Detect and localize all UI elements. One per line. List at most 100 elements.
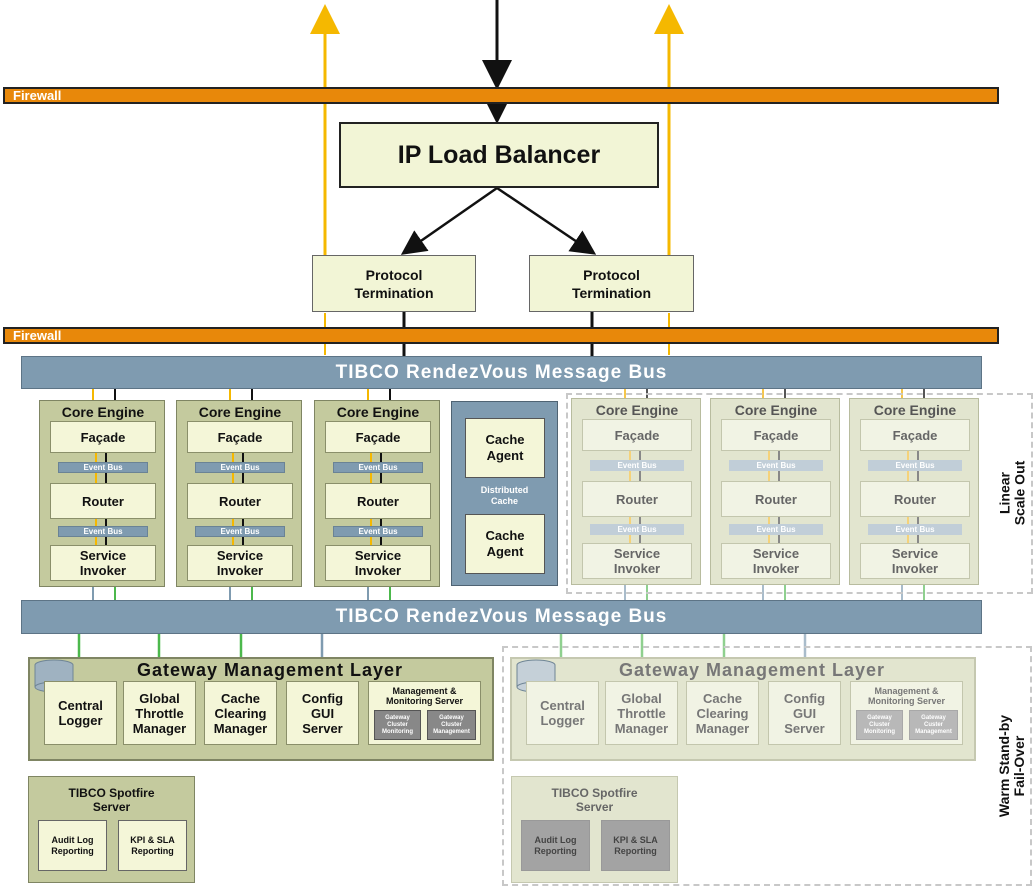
- event-bus-lower: Event Bus: [333, 526, 423, 537]
- protocol-termination-right: Protocol Termination: [529, 255, 694, 312]
- spotfire-title-line1: TIBCO Spotfire: [68, 786, 155, 800]
- router-box: Router: [582, 481, 692, 517]
- config-gui-server-box-line3: Server: [784, 720, 825, 736]
- cache-agent-bottom-line1: Cache: [485, 528, 525, 543]
- cluster-management-line3: Management: [915, 728, 952, 735]
- firewall-bottom-label: Firewall: [13, 328, 62, 343]
- cluster-management-line2: Cluster: [441, 721, 462, 728]
- audit-log-line2: Reporting: [534, 845, 577, 856]
- failover-region: [502, 646, 1032, 886]
- kpi-sla-line2: Reporting: [614, 845, 657, 856]
- service-line1: Service: [216, 548, 264, 563]
- facade-box: Façade: [187, 421, 293, 453]
- message-bus-top: TIBCO RendezVous Message Bus: [21, 356, 982, 389]
- kpi-sla-line1: KPI & SLA: [613, 834, 658, 845]
- message-bus-top-label: TIBCO RendezVous Message Bus: [335, 361, 668, 383]
- gml-title: Gateway Management Layer: [618, 659, 886, 680]
- distributed-cache: Cache Agent Distributed Cache Cache Agen…: [451, 401, 558, 586]
- spotfire-title-line2: Server: [575, 800, 614, 814]
- kpi-sla-line2: Reporting: [131, 845, 174, 856]
- cluster-monitoring-line1: Gateway: [867, 714, 892, 721]
- event-bus-lower: Event Bus: [868, 524, 962, 535]
- protocol-termination-left: Protocol Termination: [312, 255, 476, 312]
- mgmt-title: Management &Monitoring Server: [851, 685, 962, 707]
- invoker-line2: Invoker: [891, 561, 939, 576]
- mgmt-title-line2: Monitoring Server: [385, 696, 463, 706]
- facade-box: Façade: [860, 419, 970, 451]
- scale-out-line2: Scale Out: [1011, 460, 1027, 526]
- service-line1: Service: [752, 546, 800, 561]
- cluster-management-line1: Gateway: [921, 714, 946, 721]
- event-bus-lower: Event Bus: [590, 524, 684, 535]
- load-balancer-label: IP Load Balancer: [397, 140, 601, 169]
- mgmt-title-line2: Monitoring Server: [867, 696, 945, 706]
- config-gui-server-box-line2: GUI: [792, 705, 817, 721]
- central-logger-box-line2: Logger: [540, 713, 585, 728]
- cluster-management-line2: Custer: [923, 721, 943, 728]
- invoker-line2: Invoker: [354, 563, 402, 578]
- core-engine-title: Core Engine: [198, 404, 282, 420]
- core-engine-title: Core Engine: [61, 404, 145, 420]
- firewall-bottom: Firewall: [3, 327, 999, 344]
- router-box: Router: [50, 483, 156, 519]
- cluster-monitoring-line3: Monitoring: [864, 728, 895, 735]
- cache-agent-top-line1: Cache: [485, 432, 525, 447]
- service-line1: Service: [354, 548, 402, 563]
- cache-clearing-manager-box-line2: Clearing: [696, 705, 749, 721]
- cache-clearing-manager-box-line2: Clearing: [214, 705, 267, 721]
- core-engine-title: Core Engine: [336, 404, 420, 420]
- proto-right-line1: Protocol: [583, 266, 640, 283]
- event-bus-lower: Event Bus: [729, 524, 823, 535]
- proto-right-line2: Termination: [571, 284, 652, 301]
- mgmt-title-line1: Management &: [874, 686, 939, 696]
- ip-load-balancer: IP Load Balancer: [339, 122, 659, 188]
- config-gui-server-box-line2: GUI: [310, 705, 335, 721]
- facade-box: Façade: [50, 421, 156, 453]
- event-bus-upper: Event Bus: [868, 460, 962, 471]
- central-logger-box-line2: Logger: [58, 713, 103, 728]
- cluster-monitoring-line2: Cluster: [387, 721, 408, 728]
- global-throttle-manager-box-line3: Manager: [132, 720, 187, 736]
- event-bus-upper: Event Bus: [195, 462, 285, 473]
- spotfire-title-line2: Server: [92, 800, 131, 814]
- router-box: Router: [721, 481, 831, 517]
- cluster-management-line3: Management: [433, 728, 470, 735]
- config-gui-server-box-line1: Config: [301, 690, 344, 706]
- core-engine-title: Core Engine: [595, 402, 679, 418]
- config-gui-server-box-line3: Server: [302, 720, 343, 736]
- cluster-monitoring-line1: Gateway: [385, 714, 410, 721]
- firewall-top: Firewall: [3, 87, 999, 104]
- facade-box: Façade: [325, 421, 431, 453]
- kpi-sla-line1: KPI & SLA: [130, 834, 175, 845]
- proto-left-line1: Protocol: [365, 266, 423, 283]
- event-bus-upper: Event Bus: [333, 462, 423, 473]
- scale-out-line1: Linear: [996, 472, 1012, 515]
- message-bus-bottom-label: TIBCO RendezVous Message Bus: [335, 606, 668, 627]
- service-line1: Service: [79, 548, 127, 563]
- mgmt-title-line1: Management &: [392, 686, 457, 696]
- proto-left-line2: Termination: [354, 284, 434, 301]
- core-engine-title: Core Engine: [734, 402, 818, 418]
- cache-agent-bottom: Cache Agent: [465, 514, 545, 574]
- central-logger-box-line1: Central: [58, 698, 103, 713]
- cache-agent-top-line2: Agent: [486, 448, 524, 463]
- event-bus-lower: Event Bus: [58, 526, 148, 537]
